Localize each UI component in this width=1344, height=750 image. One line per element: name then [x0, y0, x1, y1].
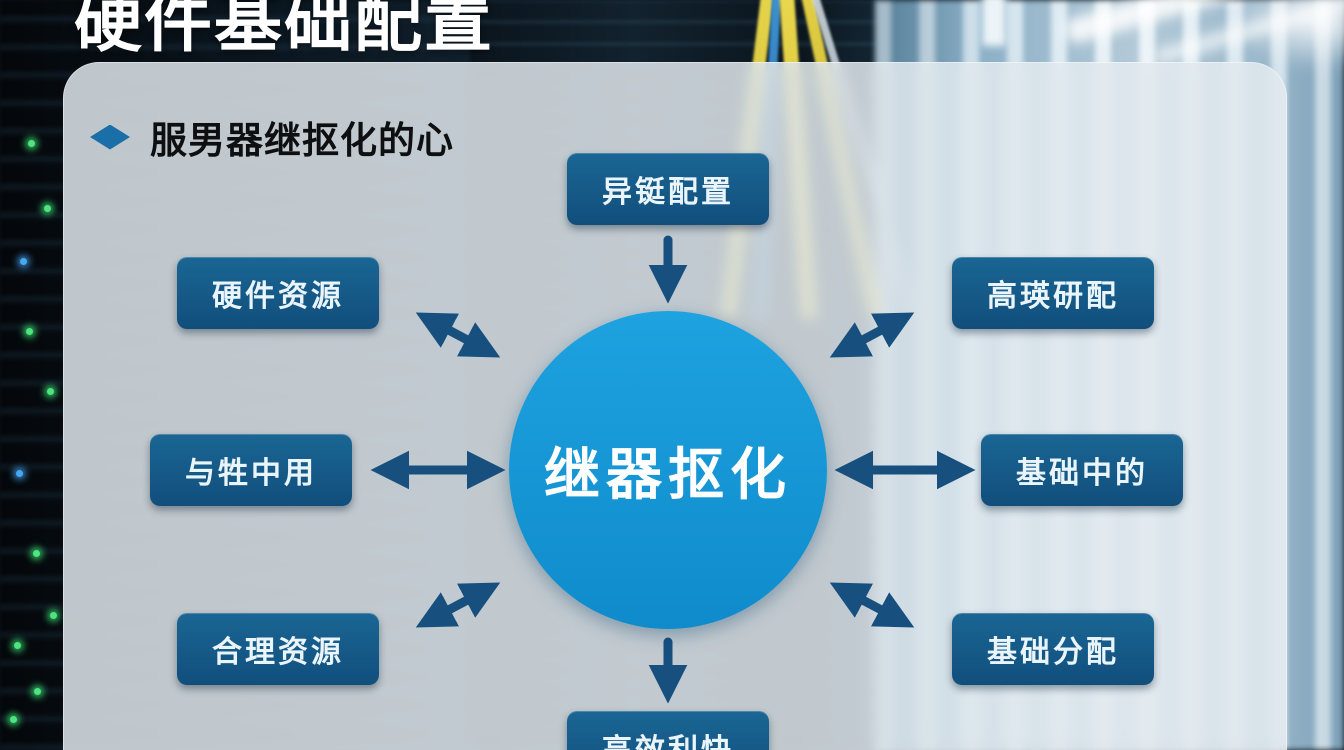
section-heading-row: 服男器继抠化的心 — [90, 110, 454, 164]
light-glow — [1230, 0, 1344, 70]
green-led — [47, 388, 54, 395]
node-bottom-left: 合理资源 — [177, 613, 379, 685]
node-bottom-right: 基础分配 — [952, 613, 1154, 685]
hub-circle: 继器抠化 — [509, 311, 827, 629]
node-label: 基础分配 — [987, 636, 1119, 669]
section-heading: 服男器继抠化的心 — [150, 120, 454, 161]
arrow-bottom-left-bidirectional — [415, 582, 501, 628]
node-top-left: 硬件资源 — [177, 257, 379, 329]
node-label: 硬件资源 — [212, 280, 344, 313]
page-title: 硬件基础配置 — [74, 0, 495, 60]
green-led — [26, 328, 33, 335]
blue-led — [20, 258, 27, 265]
node-right: 基础中的 — [981, 434, 1183, 506]
node-top-right: 高瑛研配 — [952, 257, 1154, 329]
light-reflection — [982, 0, 1006, 46]
node-top: 异铤配置 — [567, 153, 769, 225]
node-label: 合理资源 — [212, 636, 344, 669]
blue-led — [16, 470, 23, 477]
green-led — [34, 688, 41, 695]
node-label: 基础中的 — [1016, 457, 1148, 490]
node-label: 高瑛研配 — [987, 280, 1119, 313]
green-led — [28, 140, 35, 147]
green-led — [50, 612, 57, 619]
green-led — [44, 205, 51, 212]
diamond-icon — [90, 124, 130, 150]
hub-label: 继器抠化 — [544, 442, 792, 506]
green-led — [14, 642, 21, 649]
node-label: 高效利快 — [602, 725, 734, 750]
green-led — [33, 550, 40, 557]
node-label: 异铤配置 — [602, 176, 734, 209]
arrow-top-right-bidirectional — [829, 312, 915, 358]
green-led — [10, 716, 17, 723]
node-left: 与牲中用 — [150, 434, 352, 506]
arrow-bottom-right-bidirectional — [829, 582, 915, 628]
arrow-top-left-bidirectional — [415, 312, 501, 358]
node-label: 与牲中用 — [185, 457, 317, 490]
node-bottom: 高效利快 — [567, 711, 769, 750]
